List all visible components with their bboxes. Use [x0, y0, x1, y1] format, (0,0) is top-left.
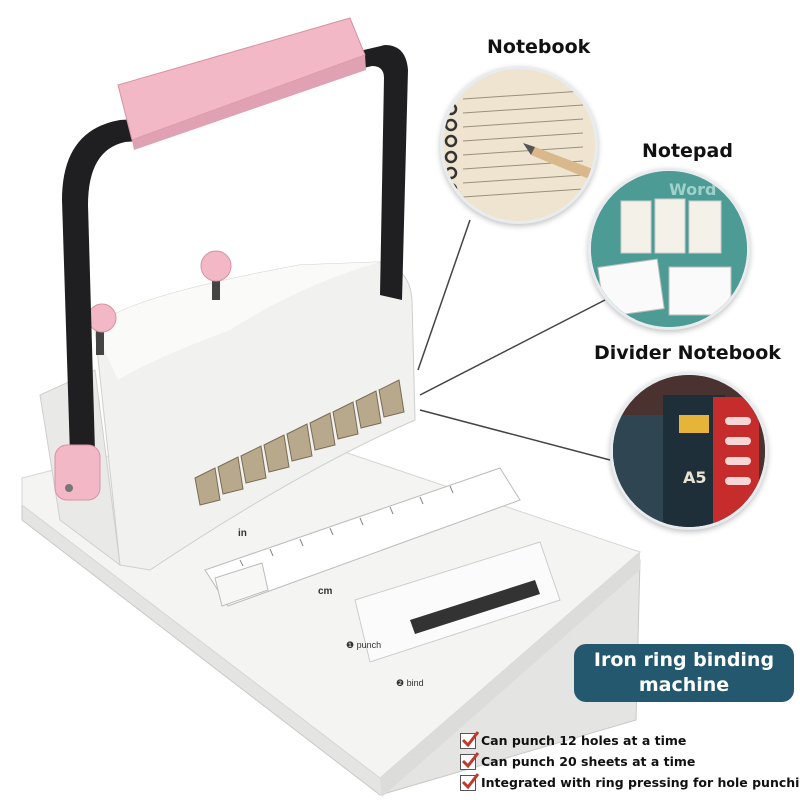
- ruler-ticks: [239, 485, 454, 567]
- feature-text: Integrated with ring pressing for hole p…: [481, 775, 800, 790]
- punch-teeth: [194, 379, 405, 506]
- divider-cover-text: A5: [683, 468, 707, 487]
- feature-text: Can punch 12 holes at a time: [481, 733, 687, 748]
- notepad-label: Notepad: [642, 140, 733, 162]
- checkmark-icon: [460, 772, 480, 791]
- notepad-photo: Word: [588, 168, 750, 330]
- notebook-illustration: [443, 69, 595, 221]
- divider-notebook-label: Divider Notebook: [594, 342, 781, 364]
- feature-text: Can punch 20 sheets at a time: [481, 754, 696, 769]
- banner-line-2: machine: [638, 674, 730, 696]
- step-bind-label: ❷ bind: [396, 678, 424, 688]
- step-punch-label: ❶ punch: [346, 640, 382, 650]
- product-banner: Iron ring binding machine: [574, 644, 794, 702]
- feature-item: Can punch 12 holes at a time: [460, 730, 800, 751]
- checkmark-icon: [460, 751, 480, 770]
- feature-item: Can punch 20 sheets at a time: [460, 751, 800, 772]
- notepad-word-text: Word: [669, 180, 716, 199]
- feature-item: Integrated with ring pressing for hole p…: [460, 772, 800, 793]
- banner-line-1: Iron ring binding: [593, 649, 775, 671]
- notebook-photo: [440, 66, 598, 224]
- checkmark-icon: [460, 730, 480, 749]
- divider-notebook-photo: A5: [610, 372, 768, 530]
- ruler-cm-label: cm: [318, 586, 333, 597]
- feature-list: Can punch 12 holes at a time Can punch 2…: [460, 730, 800, 793]
- ruler-inch-label: in: [238, 528, 247, 539]
- notebook-label: Notebook: [487, 36, 591, 58]
- divider-notebook-illustration: A5: [613, 375, 765, 527]
- callout-lines: [417, 219, 611, 461]
- notepad-illustration: Word: [591, 171, 747, 327]
